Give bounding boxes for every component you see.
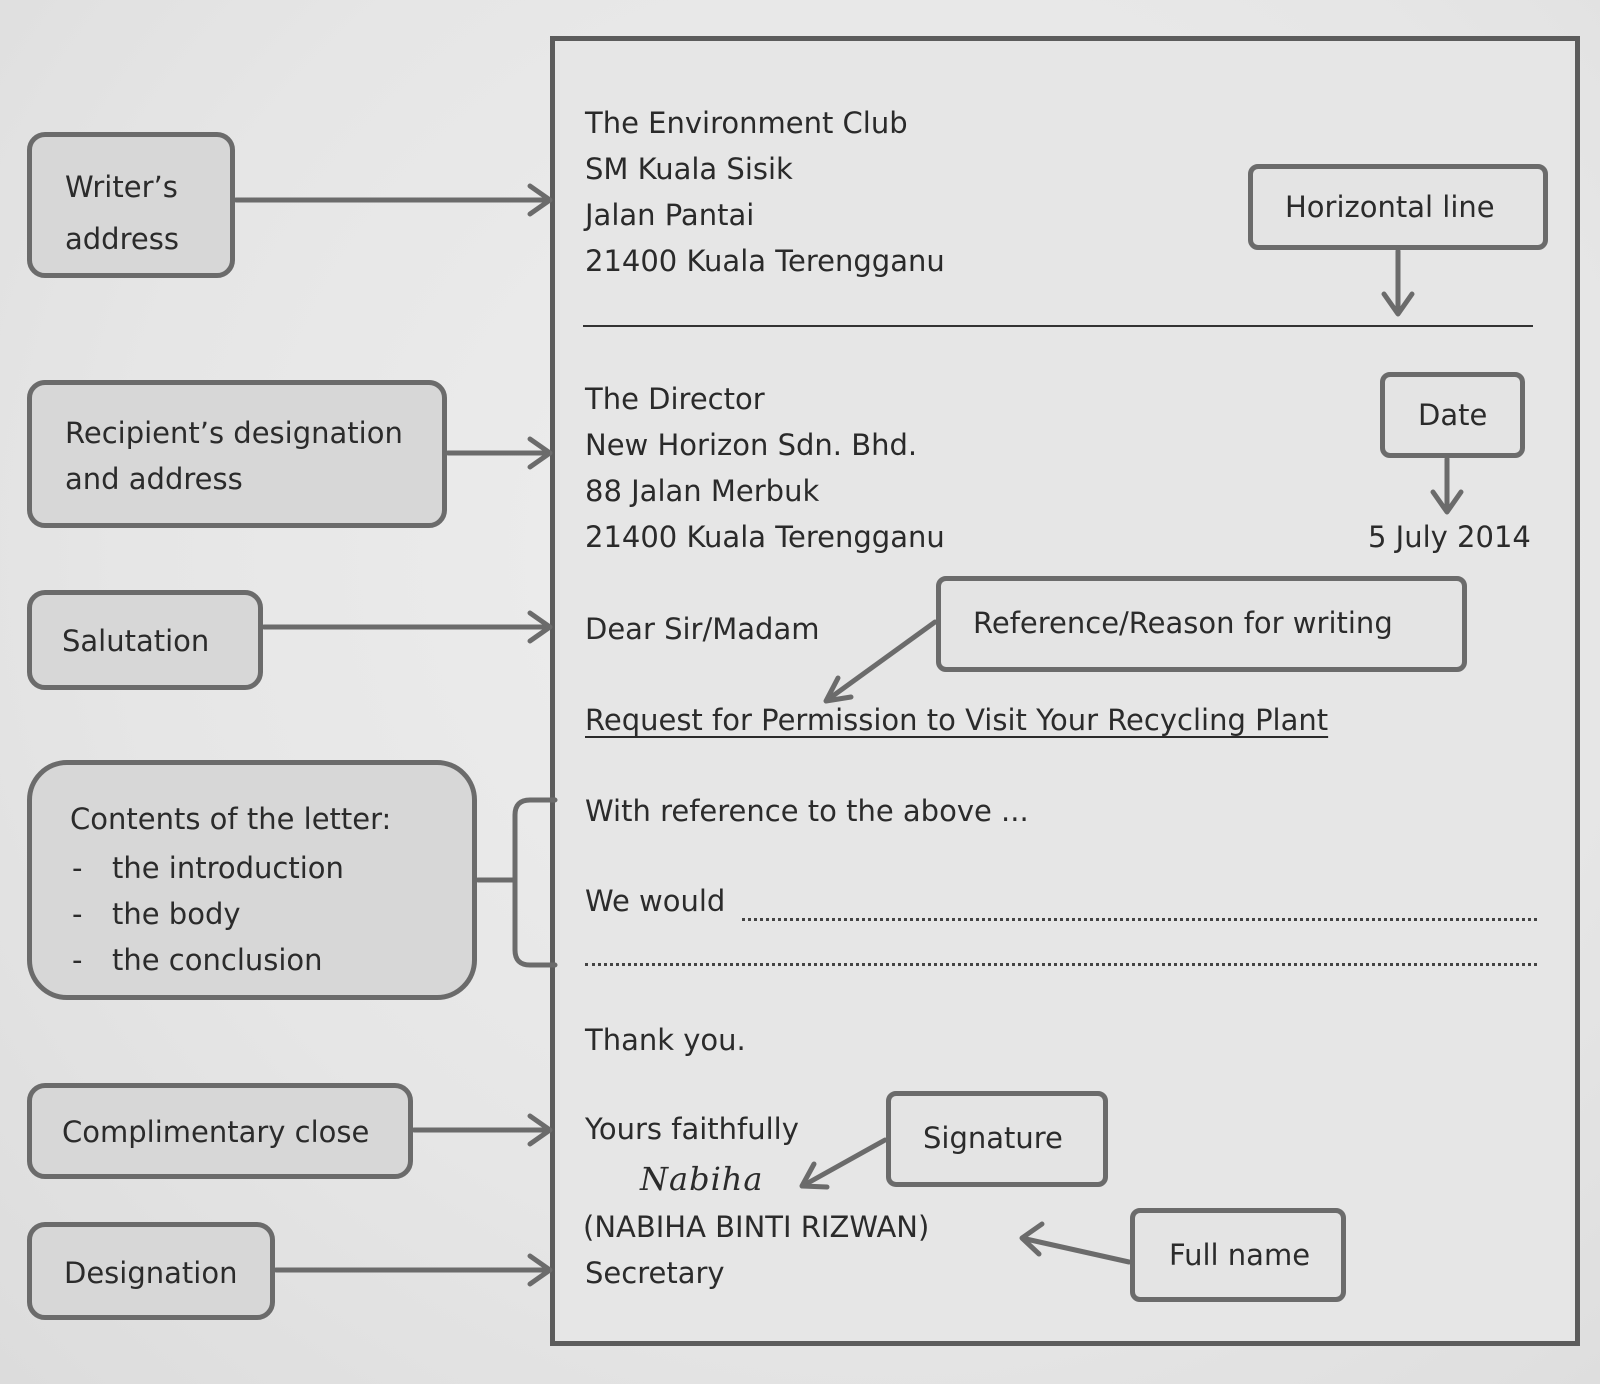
- designation-label: Designation: [27, 1222, 275, 1320]
- full-name-label: Full name: [1130, 1208, 1346, 1302]
- contents-list: the introduction the body the conclusion: [66, 845, 344, 983]
- horizontal-line: [583, 325, 1533, 327]
- contents-list-item: the conclusion: [66, 937, 344, 983]
- salutation-label-text: Salutation: [62, 624, 210, 658]
- contents-label-title: Contents of the letter:: [70, 802, 392, 836]
- date-label: Date: [1380, 372, 1525, 458]
- recipient-address-line: 88 Jalan Merbuk: [585, 474, 820, 508]
- signature-label: Signature: [886, 1091, 1108, 1187]
- dotted-line: [742, 918, 1537, 921]
- horizontal-line-label-text: Horizontal line: [1285, 190, 1495, 224]
- designation-label-text: Designation: [64, 1256, 238, 1290]
- reference-label-text: Reference/Reason for writing: [973, 606, 1393, 640]
- reference-title: Request for Permission to Visit Your Rec…: [585, 703, 1329, 737]
- recipient-label-line: Recipient’s designation: [65, 416, 403, 450]
- writer-address-line: 21400 Kuala Terengganu: [585, 244, 945, 278]
- writer-address-line: SM Kuala Sisik: [585, 152, 793, 186]
- dotted-line: [585, 963, 1537, 966]
- recipient-label-line: and address: [65, 462, 243, 496]
- date-label-text: Date: [1418, 398, 1488, 432]
- salutation-label: Salutation: [27, 590, 263, 690]
- body-line-1: With reference to the above ...: [585, 794, 1029, 828]
- writers-address-label-line: address: [65, 222, 179, 256]
- horizontal-line-label: Horizontal line: [1248, 164, 1548, 250]
- recipient-address-line: 21400 Kuala Terengganu: [585, 520, 945, 554]
- thank-you-text: Thank you.: [585, 1023, 746, 1057]
- reference-label: Reference/Reason for writing: [936, 576, 1467, 672]
- writers-address-label-line: Writer’s: [65, 170, 178, 204]
- contents-list-item: the body: [66, 891, 344, 937]
- full-name-label-text: Full name: [1169, 1238, 1311, 1272]
- signature-label-text: Signature: [923, 1121, 1063, 1155]
- recipient-label: Recipient’s designation and address: [27, 380, 447, 528]
- writers-address-label: Writer’s address: [27, 132, 235, 278]
- writer-address-line: The Environment Club: [585, 106, 908, 140]
- letter-date: 5 July 2014: [1368, 520, 1531, 554]
- signature-text: Nabiha: [640, 1160, 764, 1198]
- contents-label: Contents of the letter: the introduction…: [27, 760, 477, 1000]
- full-name-text: (NABIHA BINTI RIZWAN): [583, 1210, 930, 1244]
- designation-text: Secretary: [585, 1256, 725, 1290]
- salutation-text: Dear Sir/Madam: [585, 612, 820, 646]
- recipient-address-line: New Horizon Sdn. Bhd.: [585, 428, 918, 462]
- complimentary-close-label: Complimentary close: [27, 1083, 413, 1179]
- complimentary-close-label-text: Complimentary close: [62, 1115, 370, 1149]
- body-line-2: We would: [585, 884, 726, 918]
- contents-list-item: the introduction: [66, 845, 344, 891]
- complimentary-close-text: Yours faithfully: [585, 1112, 799, 1146]
- recipient-address-line: The Director: [585, 382, 765, 416]
- writer-address-line: Jalan Pantai: [585, 198, 755, 232]
